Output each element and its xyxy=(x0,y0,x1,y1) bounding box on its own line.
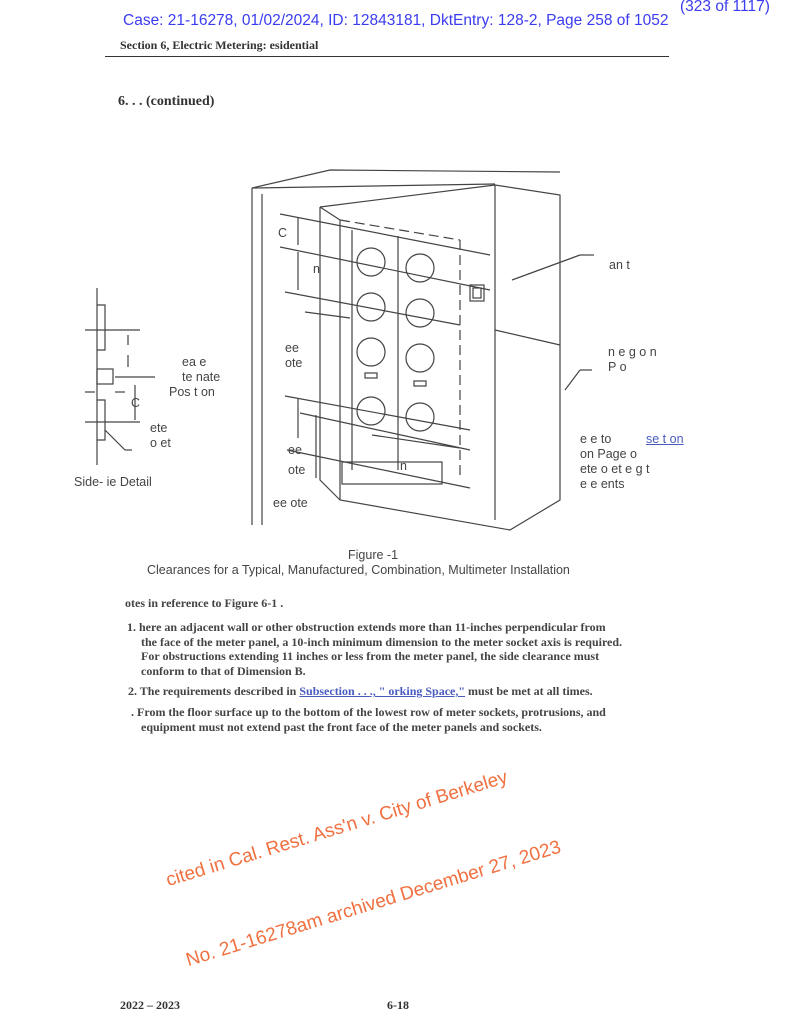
note-1-line-1: 1. here an adjacent wall or other obstru… xyxy=(127,620,606,634)
refer-text-4: e e ents xyxy=(580,477,625,491)
footer-years: 2022 – 2023 xyxy=(120,998,180,1012)
see-note-2a: ee xyxy=(288,443,302,457)
header-rule xyxy=(105,56,669,57)
note-2-pre: 2. The requirements described in xyxy=(128,684,300,698)
note-3-line-2: equipment must not extend past the front… xyxy=(141,719,542,734)
note-1-line-3: For obstructions extending 11 inches or … xyxy=(141,649,600,663)
figure-caption: Clearances for a Typical, Manufactured, … xyxy=(147,563,570,577)
refer-section-link[interactable]: se t on xyxy=(646,432,684,446)
case-stamp: Case: 21-16278, 01/02/2024, ID: 12843181… xyxy=(123,12,669,29)
working-space-link[interactable]: Subsection . . ., " orking Space," xyxy=(299,684,466,698)
main-switch-label: an t xyxy=(609,258,630,272)
note-1-line-2: the face of the meter panel, a 10-inch m… xyxy=(141,634,623,649)
note-2-post: must be met at all times. xyxy=(465,684,593,698)
side-c-label: C xyxy=(131,396,141,410)
multimeter-installation-diagram xyxy=(85,169,594,531)
figure-number: Figure -1 xyxy=(348,548,399,562)
alt-pos-1: ea e xyxy=(182,355,207,369)
note-2: 2. The requirements described in Subsect… xyxy=(128,684,593,699)
refer-text-3: ete o et e g t xyxy=(580,462,650,476)
notes-intro: otes in reference to Figure 6-1 . xyxy=(125,596,284,610)
see-note-2-label: ee ote xyxy=(288,440,305,480)
dim-n-label: n xyxy=(313,262,320,276)
meter-socket-2: o et xyxy=(150,436,171,450)
refer-label: e e to se t on on Page o ete o et e g t … xyxy=(580,432,715,492)
note-3-line-1: . From the floor surface up to the botto… xyxy=(131,705,606,719)
see-note-1b: ote xyxy=(285,356,303,370)
note-1: 1. here an adjacent wall or other obstru… xyxy=(127,620,622,678)
page-count-stamp: (323 of 1117) xyxy=(680,0,770,15)
see-note-2b: ote xyxy=(288,463,306,477)
see-note-3-label: ee ote xyxy=(273,496,308,510)
footer-page-number: 6-18 xyxy=(387,998,409,1012)
alt-pos-2: te nate xyxy=(182,370,221,384)
region-label-2: P o xyxy=(608,360,627,374)
dim-c-label: C xyxy=(278,226,288,240)
note-3: . From the floor surface up to the botto… xyxy=(131,705,606,734)
side-view-detail-label: Side- ie Detail xyxy=(74,475,152,489)
refer-text-1: e e to xyxy=(580,432,612,446)
section-heading: 6. . . (continued) xyxy=(118,94,215,109)
section-header: Section 6, Electric Metering: esidential xyxy=(120,38,319,52)
alt-pos-3: Pos t on xyxy=(169,385,215,399)
note-1-line-4: conform to that of Dimension B. xyxy=(141,663,306,678)
meter-socket-1: ete xyxy=(150,421,168,435)
region-label-1: n e g o n xyxy=(608,345,657,359)
dim-n-bottom-label: n xyxy=(400,459,407,473)
see-note-1a: ee xyxy=(285,341,299,355)
refer-text-2: on Page o xyxy=(580,447,637,461)
